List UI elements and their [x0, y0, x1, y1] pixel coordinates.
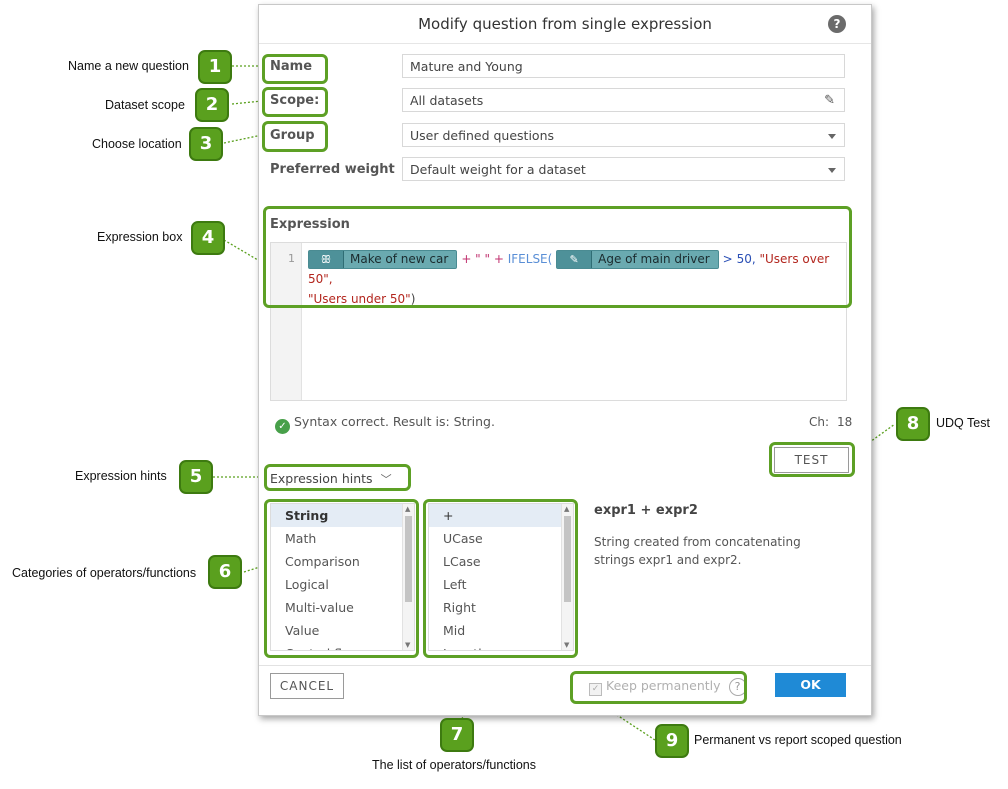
group-label: Group — [270, 128, 315, 143]
annotation-text-4: Expression box — [97, 230, 183, 244]
scroll-thumb[interactable] — [564, 516, 571, 602]
checkbox-icon[interactable]: ✓ — [589, 683, 602, 696]
char-count-value: 18 — [837, 415, 853, 429]
code-string: "Users over 50", — [308, 252, 830, 286]
help-icon[interactable]: ? — [828, 15, 846, 33]
char-count: Ch: 18 — [809, 415, 852, 429]
annotation-badge-3: 3 — [189, 127, 223, 161]
hint-description: String created from concatenating string… — [594, 535, 801, 567]
weight-select[interactable]: Default weight for a dataset — [402, 157, 845, 181]
name-value: Mature and Young — [410, 59, 523, 74]
category-item[interactable]: Value — [285, 623, 320, 638]
line-gutter: 1 — [271, 243, 302, 400]
code-paren: ) — [410, 292, 416, 306]
category-item[interactable]: Logical — [285, 577, 329, 592]
annotation-badge-8: 8 — [896, 407, 930, 441]
expression-label: Expression — [270, 217, 350, 232]
operator-item[interactable]: LCase — [443, 554, 481, 569]
annotation-badge-6: 6 — [208, 555, 242, 589]
category-item[interactable]: Control fl... — [271, 642, 414, 650]
chip-label: Make of new car — [344, 251, 457, 268]
operator-item[interactable]: Length — [429, 642, 573, 650]
operator-item[interactable]: Left — [443, 577, 467, 592]
weight-value: Default weight for a dataset — [410, 162, 586, 177]
chevron-down-icon — [828, 168, 836, 173]
code-function: IFELSE( — [507, 252, 553, 266]
syntax-status-text: Syntax correct. Result is: String. — [294, 414, 495, 429]
operator-item[interactable]: Right — [443, 600, 476, 615]
annotation-text-3: Choose location — [92, 137, 182, 151]
pencil-icon[interactable]: ✎ — [824, 93, 835, 108]
name-input[interactable]: Mature and Young — [402, 54, 845, 78]
scroll-down-icon[interactable]: ▼ — [405, 641, 411, 649]
code-number: 50, — [736, 252, 756, 266]
keep-permanently-label: Keep permanently — [606, 678, 721, 693]
group-value: User defined questions — [410, 128, 555, 143]
annotation-text-8: UDQ Test — [936, 416, 990, 430]
operator-item[interactable]: + — [429, 504, 573, 527]
expression-hints-toggle[interactable]: Expression hints ﹀ — [270, 471, 392, 487]
syntax-status: ✓ Syntax correct. Result is: String. — [275, 414, 495, 434]
code-operator: + " " + — [461, 252, 504, 266]
annotation-badge-9: 9 — [655, 724, 689, 758]
categorical-variable-icon: ꕥ — [309, 251, 344, 268]
scope-label: Scope: — [270, 93, 320, 108]
weight-label: Preferred weight — [270, 162, 395, 177]
annotation-text-9: Permanent vs report scoped question — [694, 733, 902, 747]
group-select[interactable]: User defined questions — [402, 123, 845, 147]
chevron-down-icon — [828, 134, 836, 139]
keep-permanently-checkbox[interactable]: ✓ Keep permanently? — [589, 678, 747, 696]
scrollbar[interactable]: ▲ ▼ — [561, 504, 573, 650]
category-item[interactable]: Comparison — [285, 554, 360, 569]
annotation-badge-7: 7 — [440, 718, 474, 752]
ok-button[interactable]: OK — [775, 673, 846, 697]
code-string: "Users under 50" — [308, 292, 411, 306]
hints-toggle-label: Expression hints — [270, 471, 373, 486]
annotation-text-7: The list of operators/functions — [372, 758, 536, 772]
operator-item[interactable]: UCase — [443, 531, 483, 546]
dialog-title: Modify question from single expression — [259, 5, 871, 44]
scrollbar[interactable]: ▲ ▼ — [402, 504, 414, 650]
char-count-label: Ch: — [809, 415, 830, 429]
annotation-badge-4: 4 — [191, 221, 225, 255]
category-item[interactable]: String — [271, 504, 414, 527]
annotation-badge-5: 5 — [179, 460, 213, 494]
category-item[interactable]: Math — [285, 531, 317, 546]
line-number: 1 — [288, 252, 295, 265]
annotation-badge-1: 1 — [198, 50, 232, 84]
code-gt: > — [722, 252, 733, 266]
scope-field[interactable]: All datasets ✎ — [402, 88, 845, 112]
scope-value: All datasets — [410, 93, 484, 108]
test-button[interactable]: TEST — [774, 447, 849, 473]
annotation-text-6: Categories of operators/functions — [12, 566, 197, 580]
category-item[interactable]: Multi-value — [285, 600, 354, 615]
annotation-badge-2: 2 — [195, 88, 229, 122]
check-icon: ✓ — [275, 419, 290, 434]
annotation-text-5: Expression hints — [75, 469, 167, 483]
numeric-variable-icon: ✎ — [557, 251, 593, 268]
annotation-text-2: Dataset scope — [105, 98, 185, 112]
scroll-thumb[interactable] — [405, 516, 412, 602]
chip-label: Age of main driver — [592, 251, 718, 268]
footer-divider — [259, 665, 871, 666]
scroll-up-icon[interactable]: ▲ — [405, 505, 411, 513]
chevron-down-icon: ﹀ — [380, 473, 392, 486]
variable-chip-age[interactable]: ✎Age of main driver — [556, 250, 719, 269]
scroll-up-icon[interactable]: ▲ — [564, 505, 570, 513]
name-label: Name — [270, 59, 313, 74]
annotation-text-1: Name a new question — [68, 59, 189, 73]
scroll-down-icon[interactable]: ▼ — [564, 641, 570, 649]
modify-question-dialog: Modify question from single expression ?… — [258, 4, 872, 716]
operators-list[interactable]: + UCase LCase Left Right Mid Length ▲ ▼ — [428, 503, 574, 651]
help-icon[interactable]: ? — [728, 678, 747, 696]
categories-list[interactable]: String Math Comparison Logical Multi-val… — [270, 503, 415, 651]
hint-title: expr1 + expr2 — [594, 503, 698, 518]
operator-item[interactable]: Mid — [443, 623, 466, 638]
cancel-button[interactable]: CANCEL — [270, 673, 344, 699]
